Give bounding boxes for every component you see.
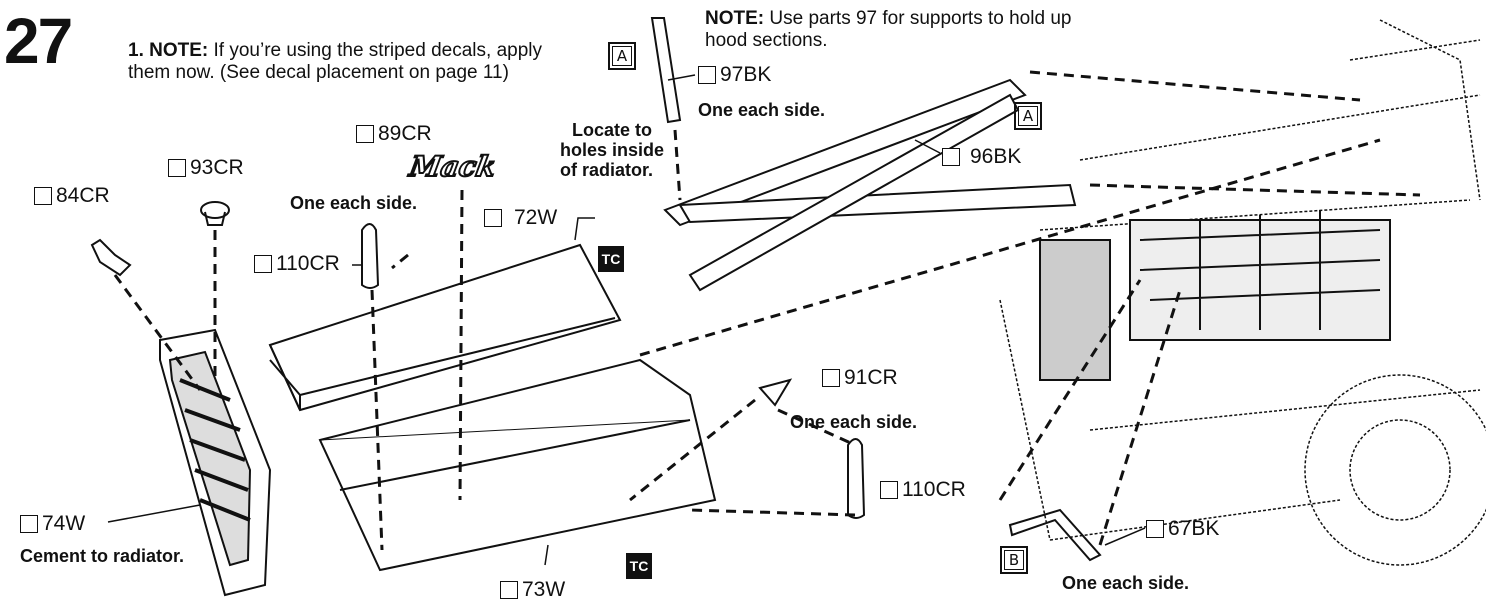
checkbox-icon[interactable] [942, 148, 960, 166]
part-110-upper-shape [361, 223, 380, 289]
callout-locate: Locate to holes inside of radiator. [560, 120, 665, 180]
checkbox-icon[interactable] [168, 159, 186, 177]
part-label-89cr: 89CR [356, 122, 432, 146]
part-label-93cr: 93CR [168, 156, 244, 180]
callout-one-each-91: One each side. [790, 412, 918, 432]
support-rod-shape [650, 17, 682, 124]
part-110-lower-shape [847, 438, 866, 519]
part-number: 89CR [378, 122, 432, 145]
part-label-74w: 74W [20, 512, 85, 536]
top-note-label: NOTE: [705, 8, 765, 29]
part-number: 72W [514, 206, 558, 229]
part-number: 67BK [1168, 517, 1220, 540]
part-93-shape [200, 201, 230, 219]
note-label: NOTE: [149, 40, 209, 61]
part-label-96bk: 96BK [942, 145, 1021, 169]
tc-badge-73: TC [626, 553, 652, 579]
part-label-110cr-upper: 110CR [254, 252, 340, 276]
part-number: 110CR [276, 252, 340, 275]
callout-one-each-89: One each side. [290, 193, 418, 213]
callout-one-each-67: One each side. [1062, 573, 1190, 593]
hood-73-shape [318, 358, 717, 572]
checkbox-icon[interactable] [698, 66, 716, 84]
tc-badge-72: TC [598, 246, 624, 272]
part-label-84cr: 84CR [34, 184, 110, 208]
checkbox-icon[interactable] [356, 125, 374, 143]
radiator-grille-shape [159, 328, 272, 597]
part-number: 110CR [902, 478, 966, 501]
mack-logo: Mack [406, 149, 499, 184]
item-number: 1. [128, 40, 144, 61]
part-number: 93CR [190, 156, 244, 179]
step-number: 27 [4, 5, 73, 77]
truck-body-shape [999, 19, 1486, 566]
part-number: 97BK [720, 63, 772, 86]
checkbox-icon[interactable] [880, 481, 898, 499]
callout-locate-line-1: Locate to [571, 120, 652, 140]
callout-locate-line-3: of radiator. [560, 160, 654, 180]
checkbox-icon[interactable] [500, 581, 518, 599]
checkbox-icon[interactable] [254, 255, 272, 273]
part-84-shape [90, 238, 132, 277]
part-67-shape [1008, 508, 1102, 562]
top-note: NOTE: Use parts 97 for supports to hold … [705, 8, 1105, 52]
checkbox-icon[interactable] [484, 209, 502, 227]
marker-a-rod: A [608, 42, 636, 70]
checkbox-icon[interactable] [1146, 520, 1164, 538]
checkbox-icon[interactable] [20, 515, 38, 533]
engine-shape [1039, 210, 1391, 381]
part-91-shape [758, 378, 793, 407]
part-label-91cr: 91CR [822, 366, 898, 390]
top-note-text: Use parts 97 for supports to hold up hoo… [705, 8, 1072, 51]
hood-72-shape [268, 243, 622, 412]
part-label-73w: 73W [500, 578, 565, 602]
part-label-97bk: 97BK [698, 63, 771, 87]
part-number: 96BK [970, 145, 1022, 168]
leader-lines [107, 74, 1146, 566]
part-number: 74W [42, 512, 86, 535]
guide-lines [113, 70, 1421, 551]
part-label-110cr-lower: 110CR [880, 478, 966, 502]
part-number: 84CR [56, 184, 110, 207]
part-number: 73W [522, 578, 566, 601]
callout-locate-line-2: holes inside [560, 140, 665, 160]
part-label-67bk: 67BK [1146, 517, 1219, 541]
marker-b: B [1000, 546, 1028, 574]
note-text: If you’re using the striped decals, appl… [128, 40, 542, 83]
checkbox-icon[interactable] [822, 369, 840, 387]
part-number: 91CR [844, 366, 898, 389]
callout-one-each-97: One each side. [698, 100, 826, 120]
checkbox-icon[interactable] [34, 187, 52, 205]
marker-a-brace: A [1014, 102, 1042, 130]
callout-cement: Cement to radiator. [20, 546, 185, 566]
instruction-note: 1. NOTE: If you’re using the striped dec… [128, 40, 568, 84]
part-label-72w: 72W [484, 206, 557, 230]
